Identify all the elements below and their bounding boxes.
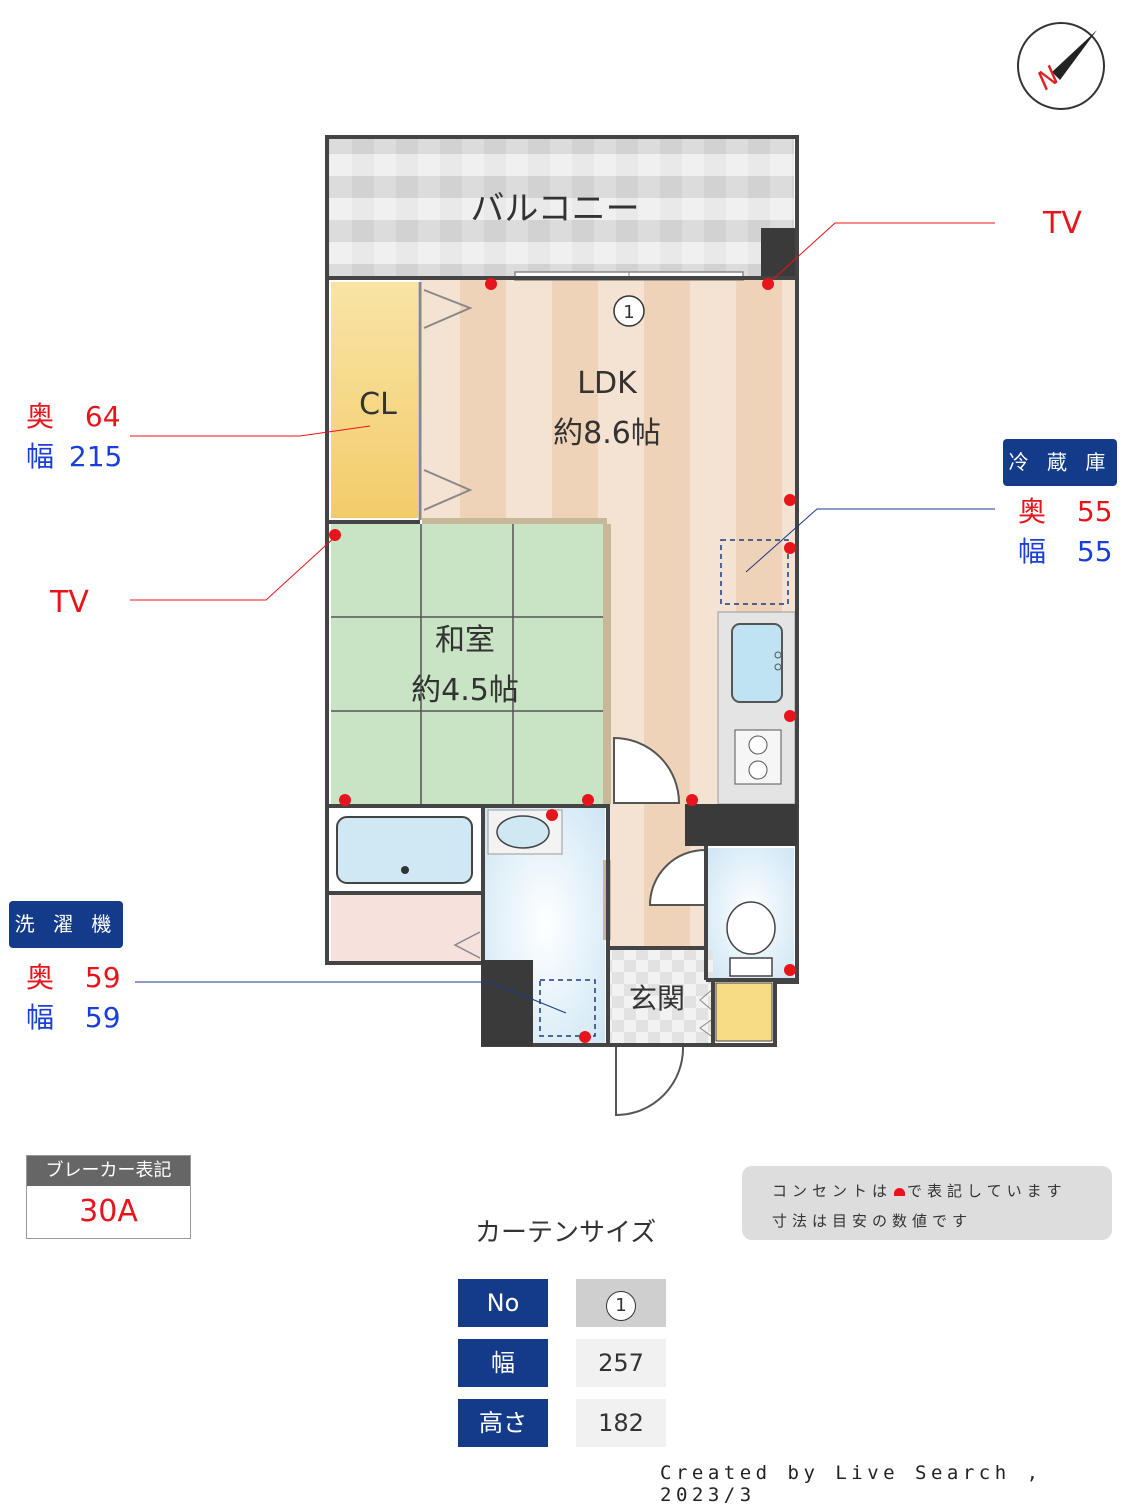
note-line-2: 寸法は目安の数値です	[772, 1212, 973, 1230]
ldk-floor	[420, 280, 795, 520]
ldk-floor-fridge-area	[718, 520, 795, 612]
floor-plan: N バルコニー CL LDK 約8.6帖 1 和室 約4.5帖	[130, 22, 1105, 1117]
bathtub-icon	[336, 816, 473, 884]
genkan-label: 玄関	[629, 982, 685, 1015]
compass: N	[1017, 22, 1105, 110]
depth-label: 奥	[26, 400, 55, 433]
toilet-tank	[729, 957, 773, 977]
curtain-no-circle: 1	[606, 1291, 636, 1321]
washitsu-sliding-door-side	[603, 524, 611, 804]
bathtub-drain	[401, 866, 409, 874]
breaker-title: ブレーカー表記	[27, 1156, 190, 1186]
stove-burner-1	[748, 735, 768, 755]
breaker-box: ブレーカー表記 30A	[26, 1155, 191, 1239]
closet-area	[331, 282, 418, 518]
breaker-value: 30A	[79, 1194, 138, 1229]
closet-door-icon-2	[423, 469, 473, 511]
tatami-grid	[331, 524, 606, 804]
fridge-leader	[745, 508, 995, 573]
curtain-value-no: 1	[576, 1279, 666, 1327]
curtain-marker-label: 1	[623, 302, 634, 323]
washitsu-sliding-door-top	[422, 518, 607, 524]
fridge-space	[720, 539, 789, 605]
fridge-depth-value: 55	[1076, 495, 1113, 528]
balcony-pillar	[761, 228, 795, 278]
balcony-label: バルコニー	[470, 189, 639, 229]
compass-needle-icon	[1052, 30, 1097, 80]
outlets	[329, 278, 796, 1043]
tv-left-leader	[130, 536, 336, 601]
outlet-note: コンセントはで表記しています 寸法は目安の数値です	[742, 1166, 1112, 1240]
fridge-width-row: 幅 55	[1018, 532, 1113, 572]
curtain-header-height: 高さ	[458, 1399, 548, 1447]
ldk-size-label: 約8.6帖	[553, 416, 661, 451]
tv-top-label: TV	[1043, 206, 1082, 241]
door-swing-icon	[613, 736, 681, 804]
washbasin-icon	[496, 815, 550, 849]
note-line-1: コンセントはで表記しています	[772, 1180, 1067, 1201]
ldk-name-label: LDK	[577, 366, 638, 401]
curtain-header-no: No	[458, 1279, 548, 1327]
curtain-title: カーテンサイズ	[475, 1218, 657, 1248]
washer-dims: 奥 59 幅 59	[26, 958, 121, 1038]
fridge-dims: 奥 55 幅 55	[1018, 492, 1113, 572]
curtain-value-width: 257	[576, 1339, 666, 1387]
shoe-closet	[715, 982, 773, 1042]
sink-tap-2	[774, 663, 782, 671]
tv-top-leader	[769, 222, 995, 283]
toilet-icon	[726, 901, 776, 955]
closet-label: CL	[359, 387, 397, 422]
bath-door-icon	[453, 931, 481, 959]
washer-depth-row: 奥 59	[26, 958, 121, 998]
entrance-door-icon	[615, 1045, 685, 1117]
depth-label: 奥	[1018, 495, 1047, 528]
fridge-depth-row: 奥 55	[1018, 492, 1113, 532]
washitsu-name-label: 和室	[435, 623, 495, 658]
closet-width-row: 幅 215	[26, 437, 122, 477]
width-label: 幅	[26, 440, 55, 473]
depth-label: 奥	[26, 961, 55, 994]
shoe-closet-door-icon-2	[699, 1017, 715, 1039]
closet-door-icon	[423, 289, 473, 329]
curtain-marker-icon	[613, 295, 645, 327]
curtain-header-width: 幅	[458, 1339, 548, 1387]
shoe-closet-door-icon	[699, 987, 715, 1013]
washer-depth-value: 59	[84, 961, 121, 994]
wall-block-2	[481, 960, 533, 1046]
washitsu-size-label: 約4.5帖	[411, 673, 519, 708]
tv-left-label: TV	[50, 585, 89, 620]
washer-title: 洗 濯 機	[9, 901, 123, 948]
closet-depth-value: 64	[84, 400, 121, 433]
washer-width-value: 59	[84, 1001, 121, 1034]
wall-block	[685, 804, 797, 846]
note-line-1-b: で表記しています	[907, 1182, 1067, 1200]
toilet-door-swing-icon	[648, 848, 706, 906]
closet-leader	[130, 425, 371, 437]
curtain-value-height: 182	[576, 1399, 666, 1447]
width-label: 幅	[26, 1001, 55, 1034]
bath-floor	[331, 893, 481, 961]
closet-dims: 奥 64 幅 215	[26, 397, 122, 477]
width-label: 幅	[1018, 535, 1047, 568]
stove-burner-2	[748, 760, 768, 780]
outlet-icon	[894, 1187, 906, 1196]
washer-leader	[135, 981, 567, 1014]
note-line-1-a: コンセントは	[772, 1182, 893, 1200]
fridge-title: 冷 蔵 庫	[1003, 439, 1117, 486]
washer-space	[539, 979, 596, 1037]
fridge-width-value: 55	[1076, 535, 1113, 568]
footer-credit: Created by Live Search , 2023/3	[660, 1462, 1043, 1506]
kitchen-sink-icon	[731, 623, 783, 703]
closet-depth-row: 奥 64	[26, 397, 122, 437]
walls	[325, 135, 799, 1047]
washitsu-floor	[331, 524, 606, 804]
curtain-table: No 1 幅 257 高さ 182	[458, 1279, 668, 1449]
genkan-floor	[610, 950, 713, 1043]
balcony-area	[329, 139, 794, 276]
closet-width-value: 215	[68, 440, 123, 473]
sink-tap-1	[774, 651, 782, 659]
washer-width-row: 幅 59	[26, 998, 121, 1038]
